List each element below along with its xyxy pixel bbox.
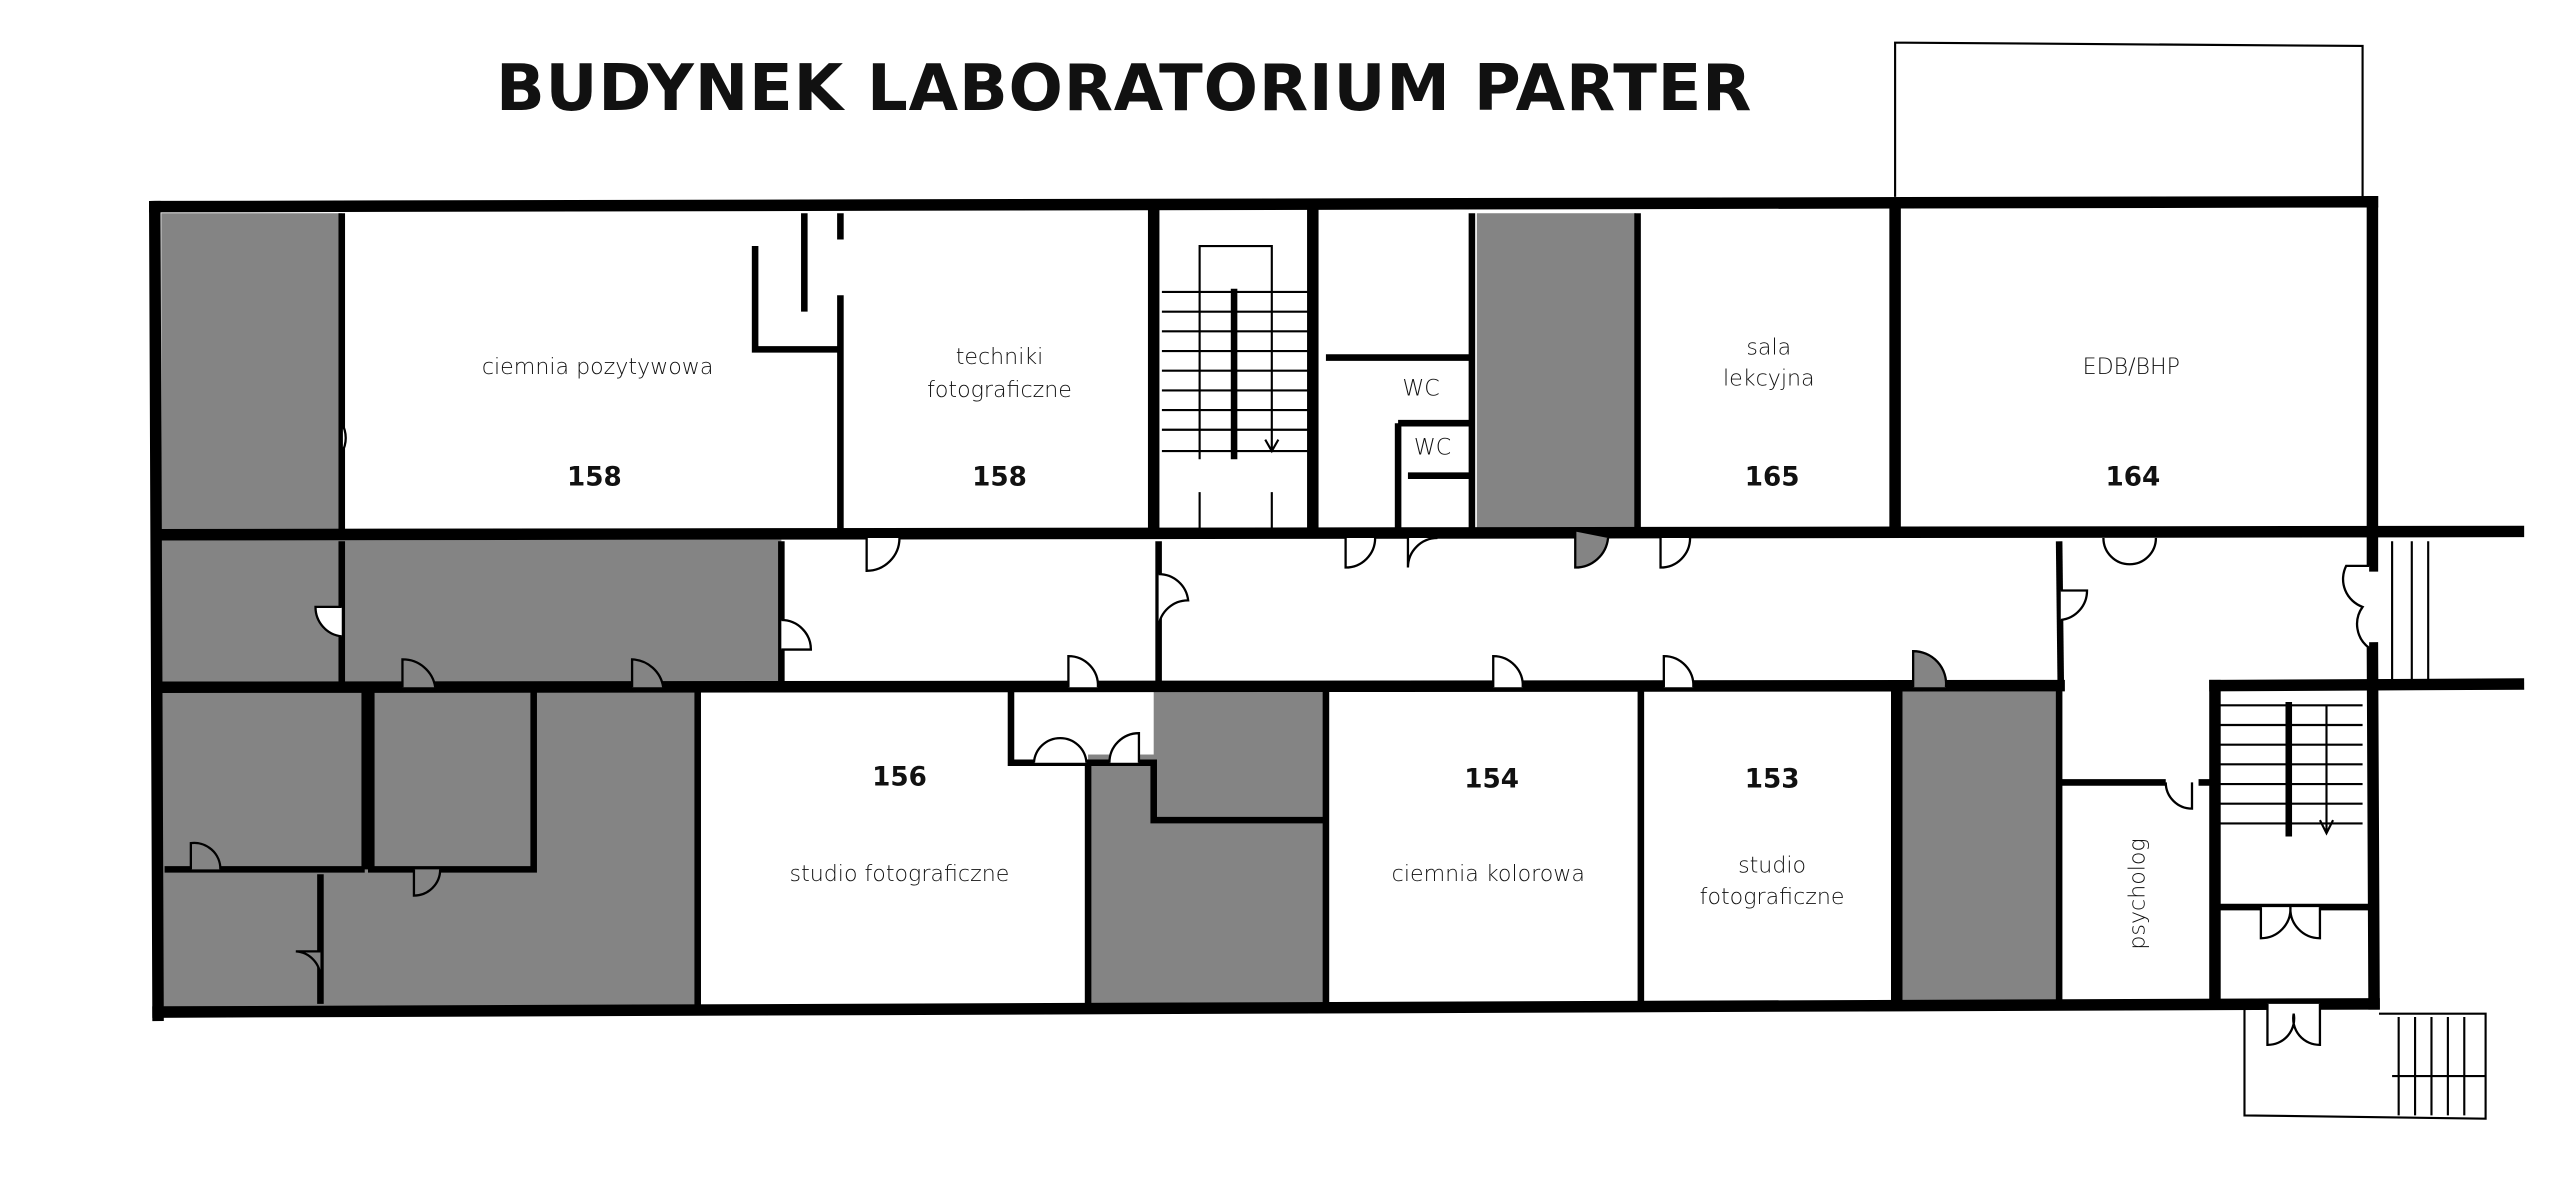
plan-title: BUDYNEK LABORATORIUM PARTER xyxy=(496,52,1752,126)
room-psycholog: psycholog xyxy=(2124,838,2150,949)
room-number: 165 xyxy=(1745,463,1800,493)
room-name-line1: studio xyxy=(1738,853,1806,879)
staircase-right xyxy=(2218,702,2363,837)
room-wc-1: WC xyxy=(1402,375,1439,401)
unused-areas xyxy=(161,213,2058,1008)
annex-outline xyxy=(1894,41,2364,197)
room-name-line2: fotograficzne xyxy=(927,377,1072,403)
room-studio-153: 153 studio fotograficzne xyxy=(1700,764,1845,909)
room-name-line2: fotograficzne xyxy=(1700,884,1845,910)
room-number: 158 xyxy=(972,463,1027,493)
room-number: 164 xyxy=(2106,463,2161,493)
room-wc-2: WC xyxy=(1414,434,1451,460)
room-ciemnia-pozytywowa: ciemnia pozytywowa 158 xyxy=(482,354,714,493)
room-name: studio fotograficzne xyxy=(790,861,1010,887)
room-number: 153 xyxy=(1745,764,1800,794)
room-name-line1: techniki xyxy=(956,344,1044,370)
staircase-left xyxy=(1161,244,1308,534)
outer-walls xyxy=(149,196,2525,1022)
entrance-stairs xyxy=(2243,541,2487,1120)
room-name-line2: lekcyjna xyxy=(1723,365,1815,391)
room-name: ciemnia kolorowa xyxy=(1392,861,1585,887)
room-number: 158 xyxy=(567,463,622,493)
room-ciemnia-kolorowa: 154 ciemnia kolorowa xyxy=(1392,764,1585,886)
room-name-line1: sala xyxy=(1746,334,1791,360)
doors xyxy=(189,418,2370,1047)
room-name: EDB/BHP xyxy=(2083,354,2180,380)
room-techniki-fotograficzne: techniki fotograficzne 158 xyxy=(927,344,1072,492)
room-sala-lekcyjna: sala lekcyjna 165 xyxy=(1723,334,1815,492)
room-name: ciemnia pozytywowa xyxy=(482,354,714,380)
interior-walls xyxy=(164,200,2371,1010)
room-edb-bhp: EDB/BHP 164 xyxy=(2083,354,2180,493)
room-number: 156 xyxy=(872,763,927,793)
room-studio-156: 156 studio fotograficzne xyxy=(790,763,1010,887)
room-number: 154 xyxy=(1464,764,1519,794)
